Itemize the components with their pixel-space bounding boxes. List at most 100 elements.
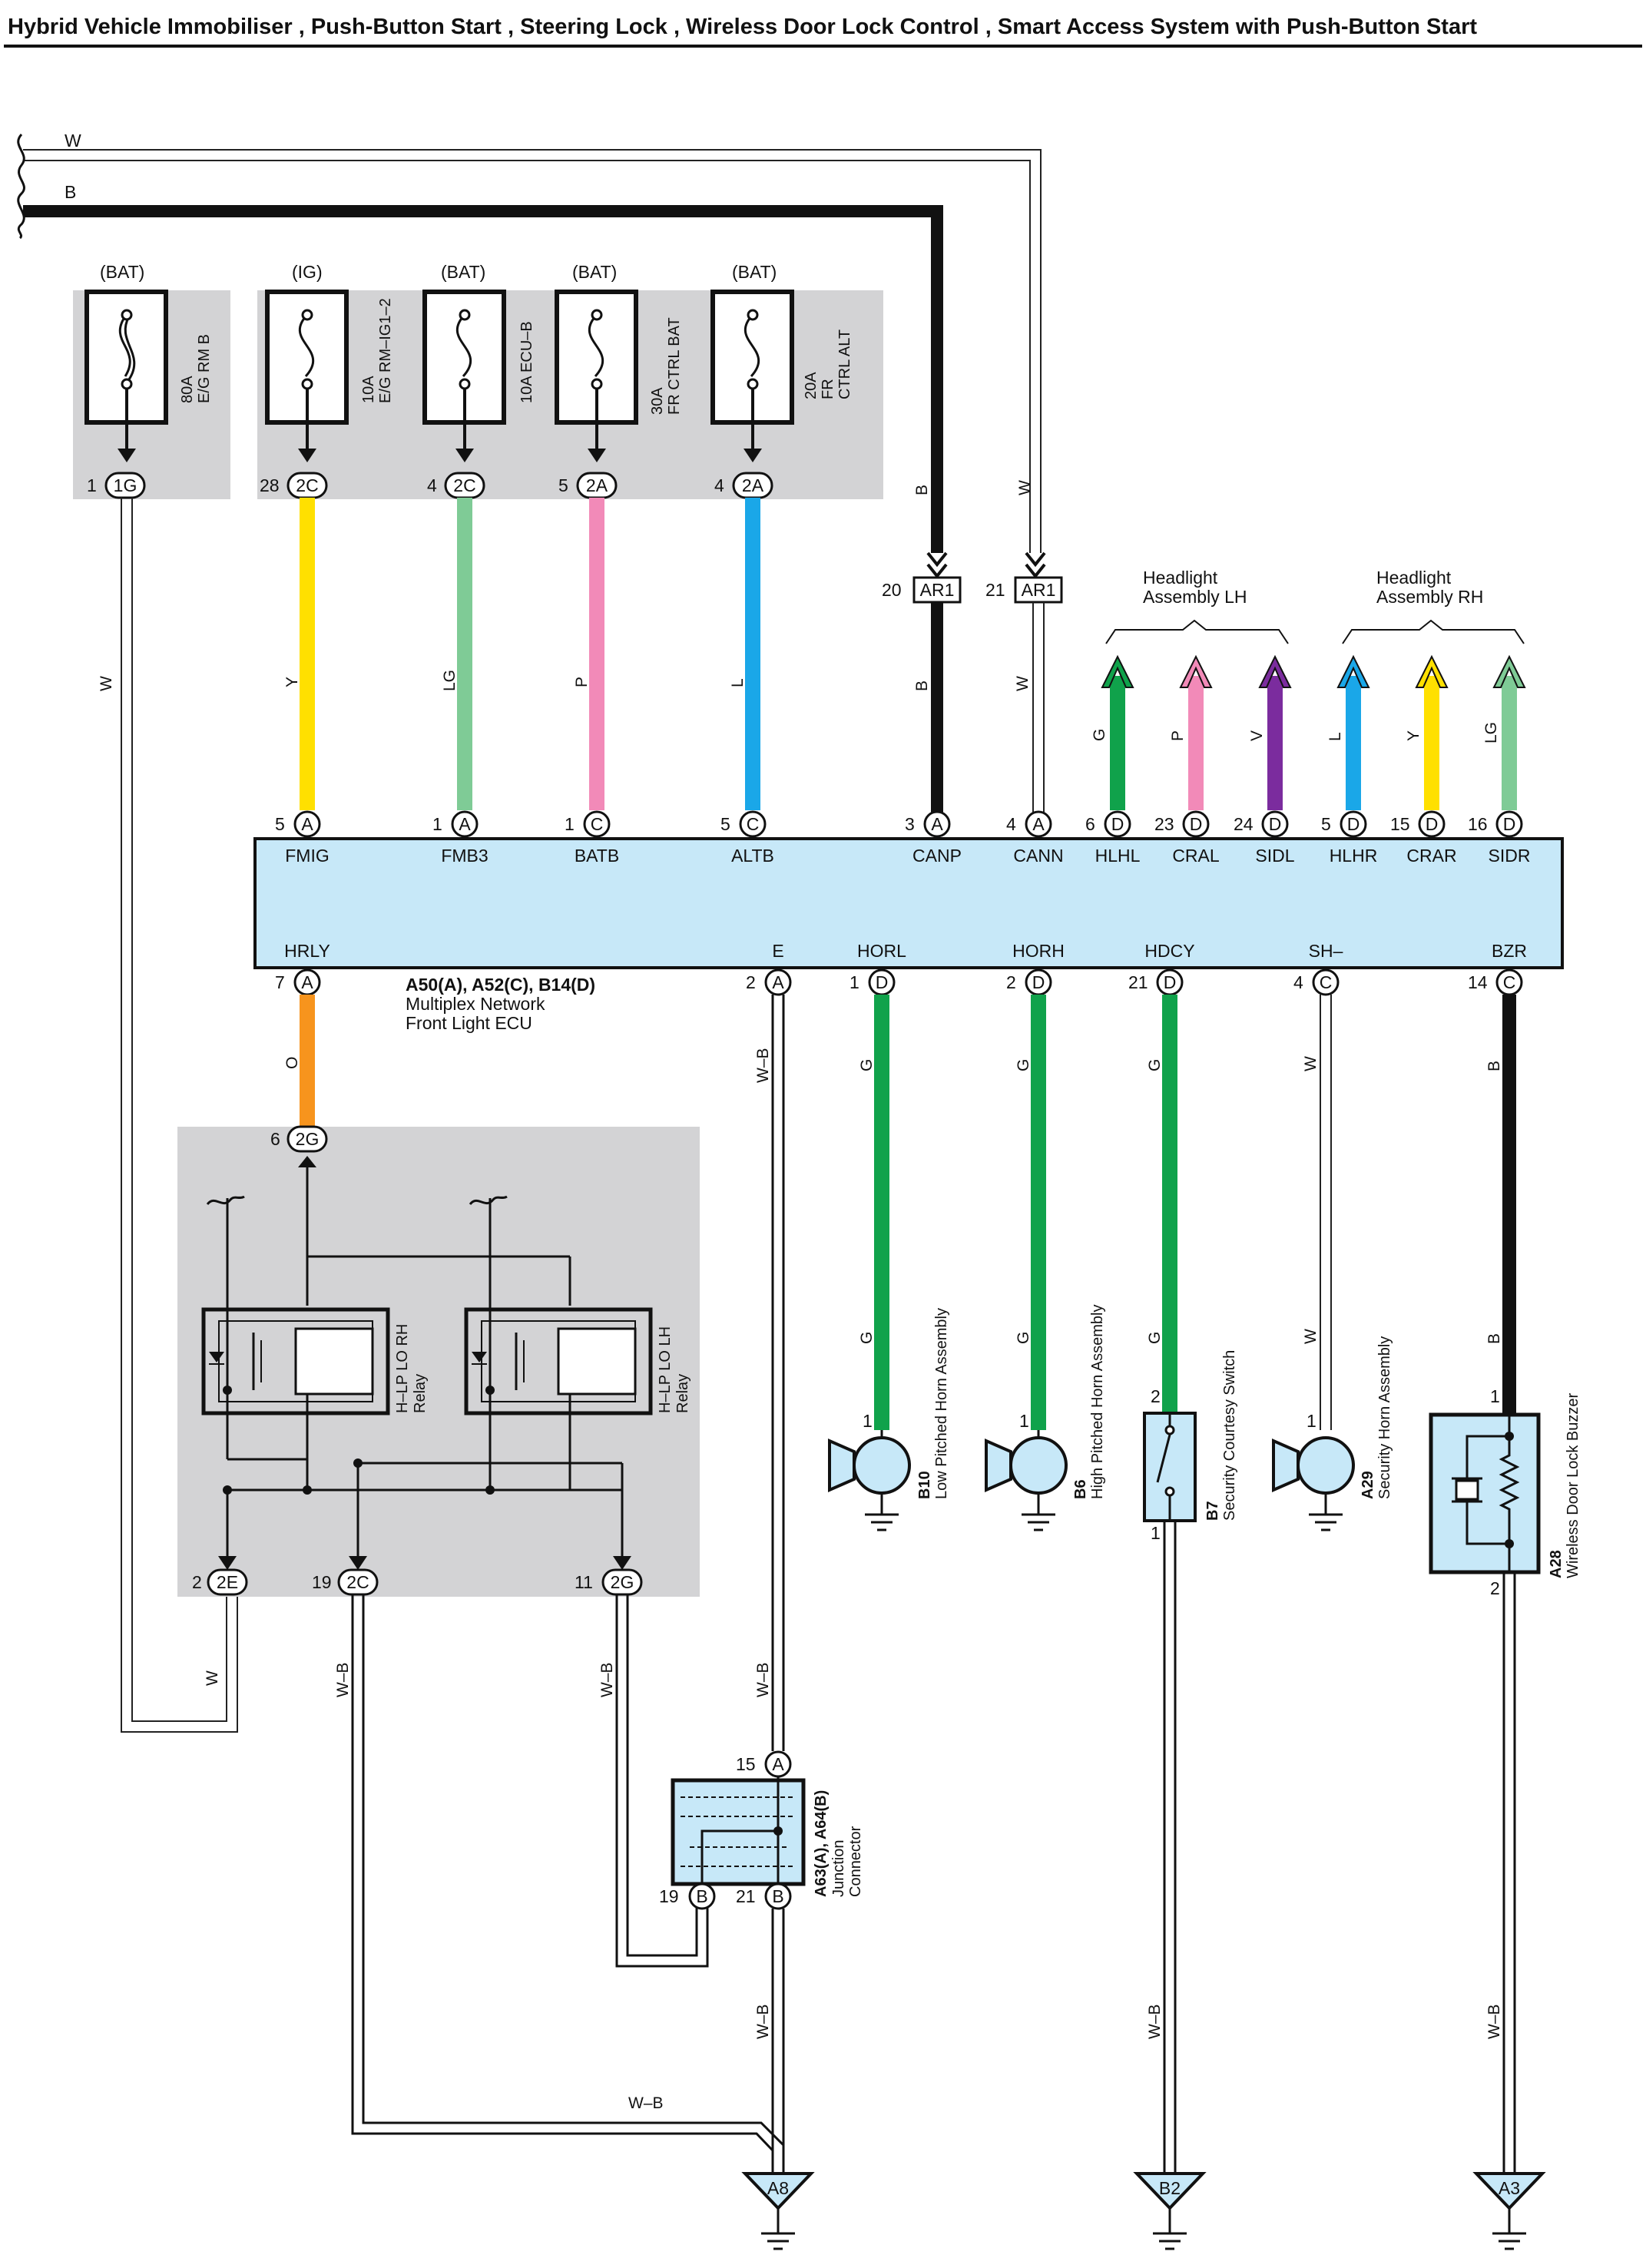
svg-text:D: D	[1426, 814, 1439, 834]
svg-text:FMB3: FMB3	[441, 846, 488, 866]
wire-wb-bottom-label: W–B	[628, 2094, 664, 2112]
ar1-w-label-top: W	[1016, 480, 1034, 495]
junction-ref: A63(A), A64(B)	[813, 1790, 830, 1897]
relay-top-pin: 6	[270, 1129, 280, 1149]
svg-text:C: C	[1503, 972, 1516, 992]
svg-text:21: 21	[736, 1886, 756, 1906]
headlight-wire-v: V	[1248, 654, 1292, 810]
top-b-label: B	[65, 182, 76, 202]
wire-wb-junction-down: W–B	[754, 1909, 785, 2174]
headlight-rh-line2: Assembly RH	[1376, 587, 1483, 607]
svg-text:A: A	[931, 814, 943, 834]
headlight-wire-l: L	[1326, 654, 1370, 810]
svg-text:Low Pitched Horn Assembly: Low Pitched Horn Assembly	[933, 1308, 950, 1499]
svg-text:HORH: HORH	[1012, 941, 1065, 961]
svg-text:B6: B6	[1072, 1479, 1089, 1499]
svg-text:C: C	[591, 814, 604, 834]
svg-text:D: D	[1269, 814, 1282, 834]
headlight-wire-p: P	[1169, 654, 1213, 810]
svg-text:G: G	[1015, 1059, 1032, 1071]
svg-text:G: G	[858, 1332, 876, 1344]
wire-w-2e-label: W	[204, 1670, 221, 1686]
fuse-2-rating: 10A	[360, 376, 377, 403]
svg-text:A: A	[459, 814, 471, 834]
relay-lh-line2: Relay	[674, 1374, 691, 1413]
ecu-label: A50(A), A52(C), B14(D) Multiplex Network…	[406, 975, 595, 1033]
svg-text:C: C	[1320, 972, 1333, 992]
relay-rh: H–LP LO RH Relay	[201, 1195, 429, 1495]
relay-rh-line1: H–LP LO RH	[394, 1324, 411, 1413]
component-a29: W W 1 A29 Security Horn Assembly	[1272, 995, 1393, 1531]
svg-text:HRLY: HRLY	[284, 941, 330, 961]
svg-text:A3: A3	[1499, 2178, 1520, 2198]
svg-text:A: A	[772, 972, 784, 992]
svg-text:CRAL: CRAL	[1172, 846, 1220, 866]
svg-text:Security Horn Assembly: Security Horn Assembly	[1376, 1336, 1393, 1499]
svg-text:G: G	[1015, 1332, 1032, 1344]
junction-name-1: Junction	[830, 1840, 847, 1898]
svg-text:2C: 2C	[346, 1572, 369, 1592]
svg-text:B: B	[1485, 1061, 1503, 1071]
svg-text:A: A	[301, 972, 313, 992]
ar1-w: W 21 AR1 W	[985, 480, 1063, 813]
svg-text:1: 1	[1307, 1411, 1316, 1431]
svg-text:W–B: W–B	[1146, 2004, 1164, 2039]
svg-text:W: W	[1302, 1056, 1320, 1071]
wire-l-label: L	[729, 678, 747, 687]
fuse-3-supply: (BAT)	[441, 262, 485, 282]
svg-text:1: 1	[1019, 1411, 1029, 1431]
svg-text:4: 4	[1293, 972, 1303, 992]
svg-text:16: 16	[1468, 814, 1488, 834]
svg-text:19: 19	[659, 1886, 679, 1906]
svg-text:2: 2	[1151, 1386, 1161, 1406]
headlight-wire-l-label: L	[1326, 732, 1344, 741]
pin-2a-5-conn: 2A	[586, 475, 608, 495]
pin-1g-num: 1	[87, 475, 97, 495]
svg-text:SH–: SH–	[1309, 941, 1343, 961]
svg-text:D: D	[1503, 814, 1516, 834]
svg-text:1: 1	[849, 972, 859, 992]
component-b7: G G 2 1 W–B B7 Security Courtesy Switch	[1143, 995, 1238, 2174]
fuse-1-supply: (BAT)	[100, 262, 144, 282]
wire-y-label: Y	[283, 677, 301, 687]
pin-2c-28-conn: 2C	[296, 475, 318, 495]
headlight-rh: Headlight Assembly RH	[1342, 568, 1525, 644]
svg-text:7: 7	[275, 972, 285, 992]
ground-a3: A3	[1472, 2172, 1546, 2250]
svg-text:B: B	[772, 1886, 783, 1906]
svg-text:2: 2	[1490, 1578, 1500, 1598]
wire-wb-2g: W–B	[598, 1594, 709, 1968]
fuse-3-name: 10A ECU–B	[518, 321, 535, 403]
relay-wiring	[226, 1167, 624, 1567]
headlight-lh-line2: Assembly LH	[1143, 587, 1247, 607]
ecu-box	[253, 837, 1564, 969]
ground-a8: A8	[741, 2172, 815, 2250]
svg-text:E: E	[772, 941, 783, 961]
headlight-lh: Headlight Assembly LH	[1105, 568, 1289, 644]
ecu-name-1: Multiplex Network	[406, 994, 545, 1014]
component-a28: B B 1 2 W–B A28 Wireless Door Lock Buzze…	[1429, 995, 1581, 2174]
svg-text:A28: A28	[1548, 1550, 1565, 1578]
svg-text:B: B	[696, 1886, 707, 1906]
svg-text:G: G	[1146, 1059, 1164, 1071]
relay-lh: H–LP LO LH Relay	[353, 1195, 691, 1495]
wire-lg-label: LG	[441, 670, 459, 691]
svg-text:G: G	[1146, 1332, 1164, 1344]
fuse-1-rating: 80A	[179, 376, 196, 403]
wire-wb-junction-label: W–B	[754, 2004, 772, 2039]
svg-text:5: 5	[1321, 814, 1331, 834]
fuse-10a-eg-rm-ig1-2: (IG) 10A E/G RM–IG1–2	[265, 262, 394, 462]
svg-text:5: 5	[275, 814, 285, 834]
connector-2A-5: 5 2A	[558, 472, 618, 499]
pin-2a-4-conn: 2A	[742, 475, 764, 495]
headlight-wire-g-label: G	[1091, 729, 1108, 741]
pin-2c-4-conn: 2C	[453, 475, 475, 495]
wire-w-1g: W W	[98, 498, 238, 1733]
